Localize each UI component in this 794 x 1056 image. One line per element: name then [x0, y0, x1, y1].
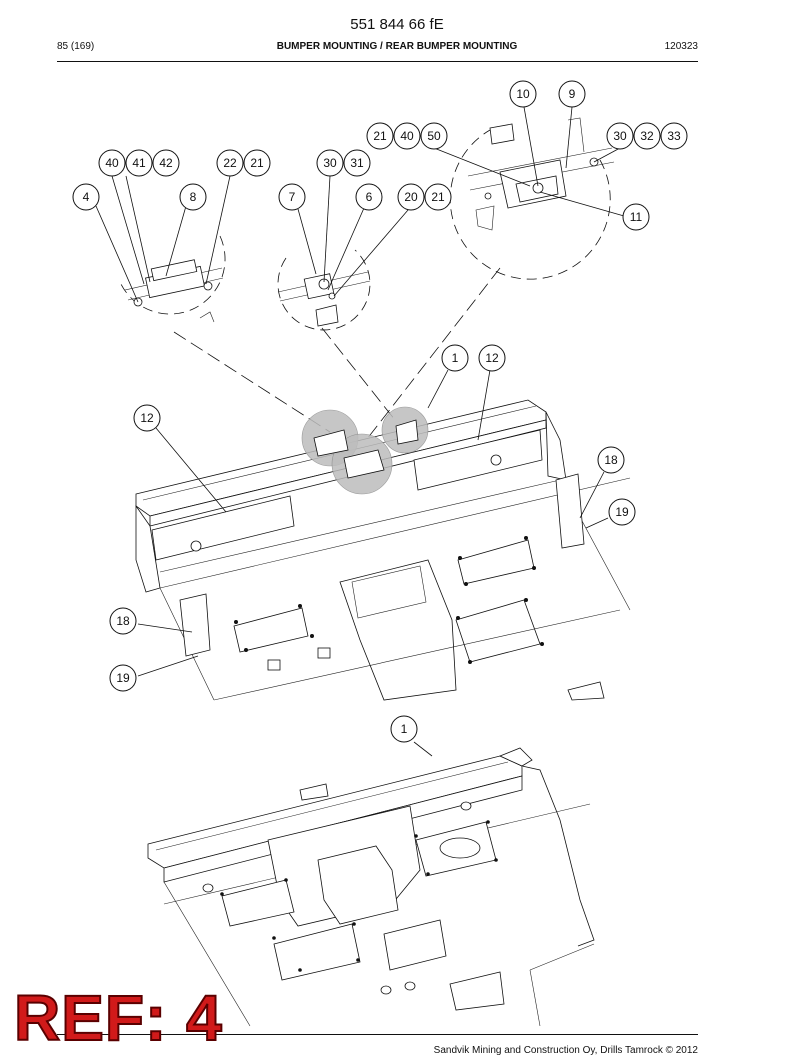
- callout-31: 31: [343, 149, 371, 177]
- svg-text:18: 18: [116, 614, 130, 628]
- callout-41: 41: [125, 149, 153, 177]
- section-title: BUMPER MOUNTING / REAR BUMPER MOUNTING: [276, 41, 518, 52]
- callout-7: 7: [278, 183, 306, 211]
- svg-text:20: 20: [404, 190, 418, 204]
- callout-19: 19: [608, 498, 636, 526]
- svg-text:9: 9: [569, 87, 576, 101]
- callout-30: 30: [606, 122, 634, 150]
- svg-text:21: 21: [431, 190, 445, 204]
- leader-left: [173, 331, 331, 433]
- callout-50: 50: [420, 122, 448, 150]
- svg-text:6: 6: [366, 190, 373, 204]
- svg-text:41: 41: [132, 156, 146, 170]
- svg-text:42: 42: [159, 156, 173, 170]
- callout-30: 30: [316, 149, 344, 177]
- document-number: 551 844 66 fE: [350, 16, 444, 33]
- page-count: 85 (169): [57, 41, 95, 52]
- ref-stamp: REF: 4: [13, 982, 223, 1054]
- svg-text:50: 50: [427, 129, 441, 143]
- header-rule: [57, 61, 698, 62]
- svg-text:11: 11: [630, 210, 643, 224]
- bumper-assembly-lower: [147, 747, 595, 1027]
- callout-21: 21: [366, 122, 394, 150]
- callout-19: 19: [109, 664, 137, 692]
- svg-text:7: 7: [289, 190, 296, 204]
- callout-4: 4: [72, 183, 100, 211]
- callout-10: 10: [509, 80, 537, 108]
- callout-20: 20: [397, 183, 425, 211]
- callout-11: 11: [622, 203, 650, 231]
- footer-rule: [57, 1034, 698, 1035]
- detail-view-middle: [277, 249, 371, 331]
- svg-text:18: 18: [604, 453, 618, 467]
- footer-copyright: Sandvik Mining and Construction Oy, Dril…: [433, 1045, 698, 1056]
- svg-text:21: 21: [373, 129, 387, 143]
- svg-text:8: 8: [190, 190, 197, 204]
- callout-12: 12: [133, 404, 161, 432]
- callout-18: 18: [597, 446, 625, 474]
- svg-text:30: 30: [323, 156, 337, 170]
- callout-18: 18: [109, 607, 137, 635]
- svg-text:33: 33: [667, 129, 681, 143]
- detail-view-left: [119, 235, 226, 323]
- callout-40: 40: [98, 149, 126, 177]
- callout-1: 1: [390, 715, 418, 743]
- callout-6: 6: [355, 183, 383, 211]
- leader-right: [359, 267, 501, 449]
- svg-text:22: 22: [223, 156, 237, 170]
- svg-text:19: 19: [615, 505, 629, 519]
- callout-8: 8: [179, 183, 207, 211]
- callout-21: 21: [424, 183, 452, 211]
- svg-text:19: 19: [116, 671, 130, 685]
- svg-text:4: 4: [83, 190, 90, 204]
- svg-text:40: 40: [105, 156, 119, 170]
- leader-middle: [321, 327, 396, 421]
- callout-22: 22: [216, 149, 244, 177]
- svg-text:30: 30: [613, 129, 627, 143]
- date-code: 120323: [664, 41, 698, 52]
- svg-text:1: 1: [401, 722, 408, 736]
- svg-text:12: 12: [140, 411, 154, 425]
- callout-32: 32: [633, 122, 661, 150]
- svg-text:21: 21: [250, 156, 264, 170]
- callout-leaders: [95, 106, 625, 757]
- callout-12: 12: [478, 344, 506, 372]
- callout-42: 42: [152, 149, 180, 177]
- svg-text:32: 32: [640, 129, 654, 143]
- detail-view-right: [449, 117, 615, 280]
- svg-text:31: 31: [350, 156, 364, 170]
- callout-9: 9: [558, 80, 586, 108]
- callout-21: 21: [243, 149, 271, 177]
- svg-text:40: 40: [400, 129, 414, 143]
- callout-40: 40: [393, 122, 421, 150]
- svg-text:10: 10: [516, 87, 530, 101]
- svg-text:1: 1: [452, 351, 459, 365]
- callout-1: 1: [441, 344, 469, 372]
- callout-33: 33: [660, 122, 688, 150]
- svg-text:12: 12: [485, 351, 499, 365]
